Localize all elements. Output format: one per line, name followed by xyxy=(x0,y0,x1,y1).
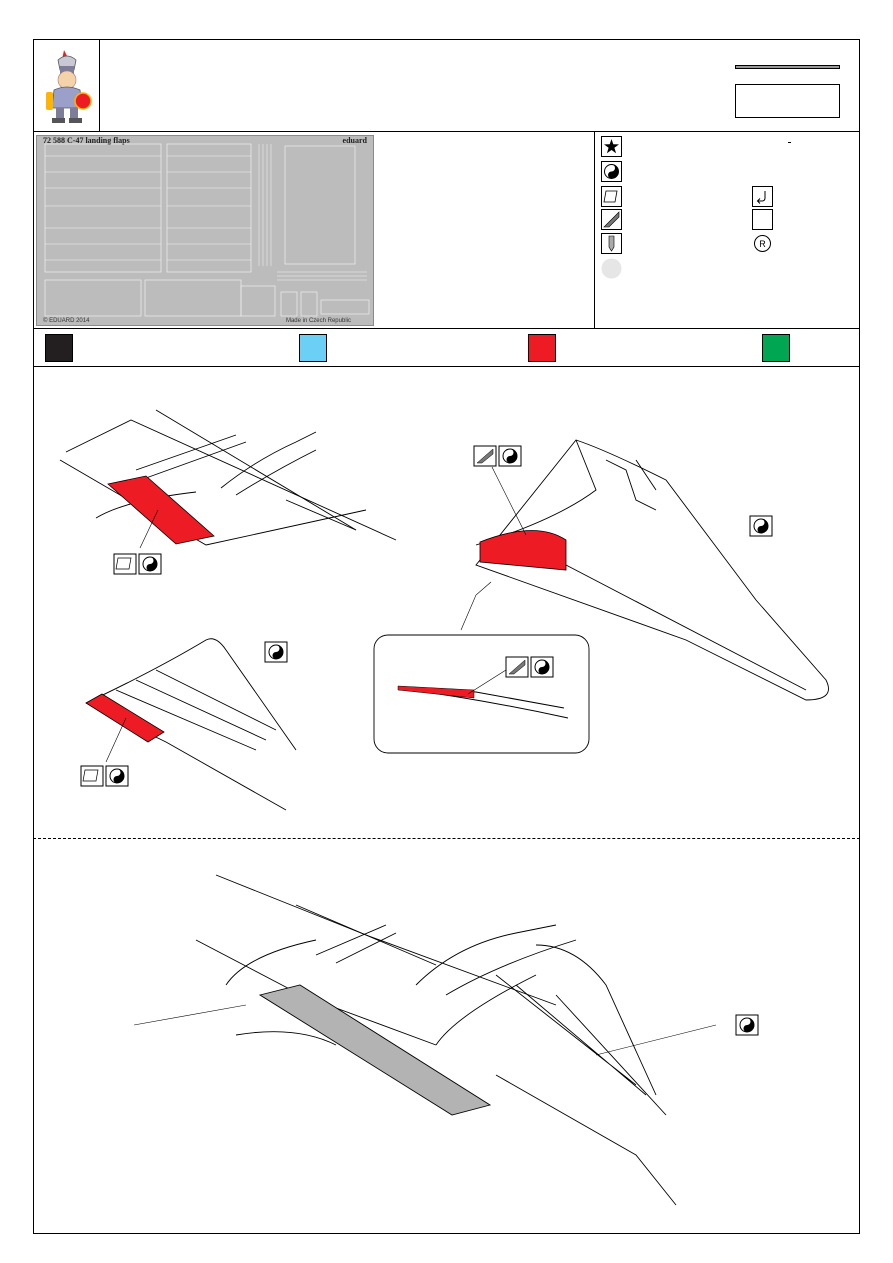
gray-circle-icon xyxy=(601,258,622,279)
hatched-part-icon xyxy=(601,209,622,230)
legend-tick xyxy=(788,142,791,143)
color-swatch-red xyxy=(528,334,556,362)
fret-title: 72 588 C-47 landing flaps xyxy=(43,136,130,145)
fret-copyright: © EDUARD 2014 xyxy=(43,318,90,324)
legend-divider xyxy=(594,131,595,328)
color-swatch-green xyxy=(762,334,790,362)
remove-R-icon: R xyxy=(754,235,771,252)
photo-etch-part-icon xyxy=(601,186,622,207)
swatch-bottom-rule xyxy=(33,366,860,367)
knight-mascot-logo xyxy=(46,50,92,123)
fret-bottom-rule xyxy=(33,328,860,329)
kit-number-bar xyxy=(735,65,840,69)
blank-box-icon xyxy=(752,209,773,230)
page-frame xyxy=(33,39,860,1234)
step-one-drawings xyxy=(59,409,829,811)
star-icon xyxy=(601,136,622,157)
scale-box xyxy=(735,84,840,118)
color-swatch-black xyxy=(45,334,73,362)
header-divider xyxy=(99,39,100,131)
step-separator xyxy=(33,838,860,839)
step-two-drawing xyxy=(133,874,759,1206)
yin-yang-icon xyxy=(601,161,622,182)
photo-etch-fret: 72 588 C-47 landing flaps eduard xyxy=(36,135,374,326)
fret-made-in: Made in Czech Republic xyxy=(285,318,351,324)
drill-icon xyxy=(601,233,622,254)
bend-icon xyxy=(752,186,773,207)
svg-text:R: R xyxy=(759,239,766,249)
fret-brand: eduard xyxy=(342,136,367,145)
header-bottom-rule xyxy=(33,131,860,132)
color-swatch-blue xyxy=(299,334,327,362)
